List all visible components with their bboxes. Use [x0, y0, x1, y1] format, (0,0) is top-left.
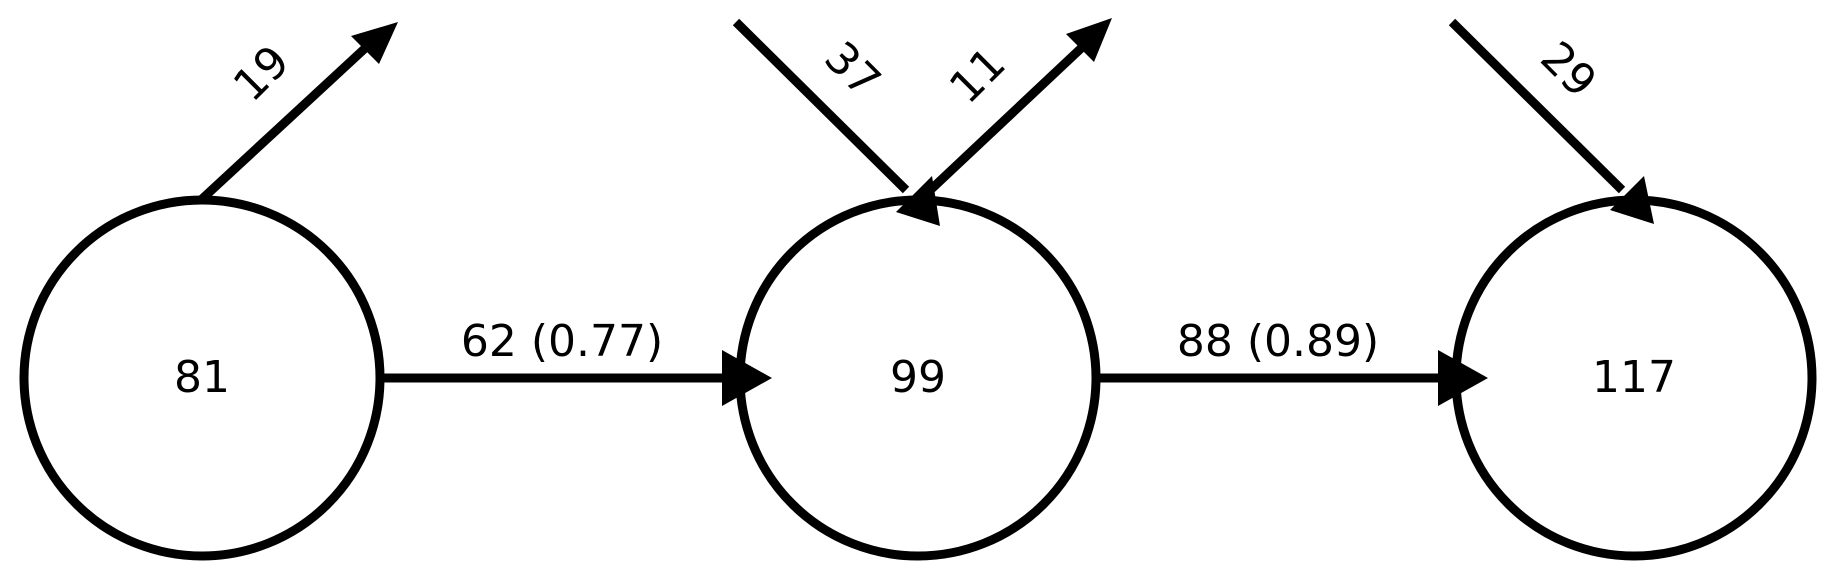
arrow-head — [1066, 18, 1112, 62]
edge-line — [920, 34, 1096, 200]
outflow-99 — [920, 18, 1112, 200]
edge-line — [732, 18, 910, 194]
arrow-head — [722, 350, 772, 406]
edge-line — [198, 36, 378, 203]
inflow-117 — [1448, 18, 1654, 224]
node-label-81: 81 — [174, 352, 230, 403]
edge-label-11: 11 — [940, 38, 1016, 114]
edge-99-to-117 — [1096, 350, 1488, 406]
outflow-81 — [198, 22, 398, 203]
edge-label-29: 29 — [1530, 32, 1606, 108]
arrow-head — [351, 22, 398, 64]
edge-label-88: 88 (0.89) — [1177, 316, 1379, 367]
edge-label-37: 37 — [814, 32, 890, 108]
arrow-head — [1438, 350, 1488, 406]
edge-81-to-99 — [380, 350, 772, 406]
arrow-head — [1610, 176, 1654, 224]
node-label-117: 117 — [1592, 352, 1676, 403]
node-label-99: 99 — [890, 352, 946, 403]
edge-line — [1448, 18, 1626, 194]
edge-label-62: 62 (0.77) — [461, 316, 663, 367]
edge-label-19: 19 — [224, 36, 300, 112]
